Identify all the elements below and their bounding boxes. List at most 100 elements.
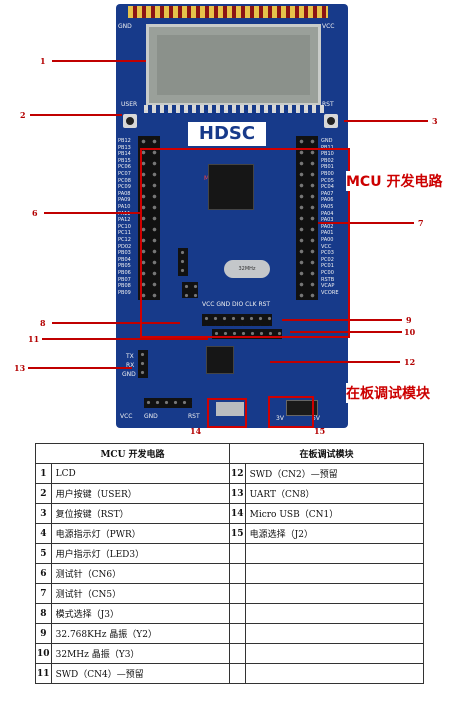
banner-debug-module: 在板调试模块 [346, 383, 430, 403]
item-description: 用户指示灯（LED3） [50, 543, 230, 564]
callout-11: 11 [28, 334, 40, 344]
pin-label: VCAP [321, 283, 335, 290]
swd-header-cn4 [202, 314, 272, 326]
callout-14: 14 [190, 426, 202, 436]
pin-label: PB05 [118, 263, 131, 270]
item-description: SWD（CN4）—预留 [50, 663, 230, 684]
pin-label: PC11 [118, 230, 131, 237]
header-debug-module: 在板调试模块 [228, 443, 425, 464]
power-select-box [268, 396, 314, 428]
item-number: 11 [35, 663, 52, 684]
leader-6 [44, 212, 140, 214]
silk-swd-labels: VCC GND DIO CLK RST [202, 301, 271, 308]
item-description [244, 603, 425, 624]
leader-8 [52, 322, 180, 324]
pin-label: RSTB [321, 276, 335, 283]
pin-label: PA01 [321, 230, 334, 237]
item-number [228, 583, 246, 604]
reset-button [324, 114, 338, 128]
item-number: 3 [35, 503, 52, 524]
pin-label: PA08 [118, 190, 131, 197]
test-header-cn6 [138, 136, 160, 300]
pin-label: PB06 [118, 270, 131, 276]
pin-label: PB01 [321, 164, 334, 171]
item-description: 测试针（CN6） [50, 563, 230, 584]
silk-rx: RX [126, 362, 135, 369]
top-pin-strip [128, 6, 328, 18]
item-number [228, 643, 246, 664]
uart-header-cn8 [138, 350, 148, 378]
pin-label: PA05 [321, 204, 334, 210]
item-number: 2 [35, 483, 52, 504]
pin-label: GND [321, 138, 333, 144]
item-number [228, 563, 246, 584]
pin-label: VCORE [321, 289, 339, 296]
test-header-cn5 [296, 136, 318, 300]
silk-3v: 3V [276, 415, 284, 422]
silk-5v: 5V [312, 415, 320, 422]
silk-bottom-rst: RST [188, 413, 200, 420]
silk-vcc-top: VCC [322, 23, 335, 30]
debug-chip [206, 346, 234, 374]
pin-label: PB10 [321, 151, 334, 158]
leader-11 [42, 338, 208, 340]
lcd-pins [144, 105, 324, 113]
silk-user: USER [121, 101, 138, 108]
pin-label: PC04 [321, 184, 334, 191]
pin-label: PC01 [321, 263, 334, 270]
item-description: SWD（CN2）—预留 [244, 463, 425, 484]
item-description: UART（CN8） [244, 483, 425, 504]
pin-label: PC09 [118, 184, 131, 191]
callout-1: 1 [40, 56, 46, 66]
callout-2: 2 [20, 110, 26, 120]
pin-label: PC00 [321, 270, 334, 276]
banner-mcu-circuit: MCU 开发电路 [346, 171, 443, 191]
leader-10 [290, 331, 402, 333]
item-description [244, 543, 425, 564]
lcd-display [146, 24, 321, 106]
pin-label: PB02 [321, 157, 334, 164]
item-description: 32.768KHz 晶振（Y2） [50, 623, 230, 644]
item-number: 6 [35, 563, 52, 584]
item-number: 14 [228, 503, 246, 524]
pin-label: PA07 [321, 190, 334, 197]
callout-7: 7 [418, 218, 424, 228]
item-description: 模式选择（J3） [50, 603, 230, 624]
pin-label: PC12 [118, 237, 131, 243]
item-number [228, 663, 246, 684]
item-number [228, 623, 246, 644]
header-mcu-circuit: MCU 开发电路 [35, 443, 230, 464]
pin-label: PB14 [118, 151, 131, 158]
leader-1 [52, 60, 146, 62]
leader-9 [282, 319, 402, 321]
item-number: 12 [228, 463, 246, 484]
mcu-region-box [140, 148, 350, 338]
item-description: LCD [50, 463, 230, 484]
pin-label: PB08 [118, 283, 131, 290]
power-select-j2 [286, 400, 318, 416]
item-description: 电源指示灯（PWR） [50, 523, 230, 544]
pin-label: PB03 [118, 250, 131, 257]
silk-gnd-top: GND [118, 23, 132, 30]
item-description [244, 563, 425, 584]
item-number: 15 [228, 523, 246, 544]
pin-label: PC03 [321, 250, 334, 257]
pin-label: PA09 [118, 197, 131, 204]
pin-label: PB09 [118, 289, 131, 296]
micro-usb-cn1 [216, 402, 244, 416]
callout-10: 10 [404, 327, 416, 337]
item-number: 9 [35, 623, 52, 644]
leader-7 [318, 222, 414, 224]
item-description: Micro USB（CN1） [244, 503, 425, 524]
item-description [244, 643, 425, 664]
pin-label: PC07 [118, 171, 131, 177]
item-description [244, 663, 425, 684]
pin-label: PB04 [118, 256, 131, 263]
